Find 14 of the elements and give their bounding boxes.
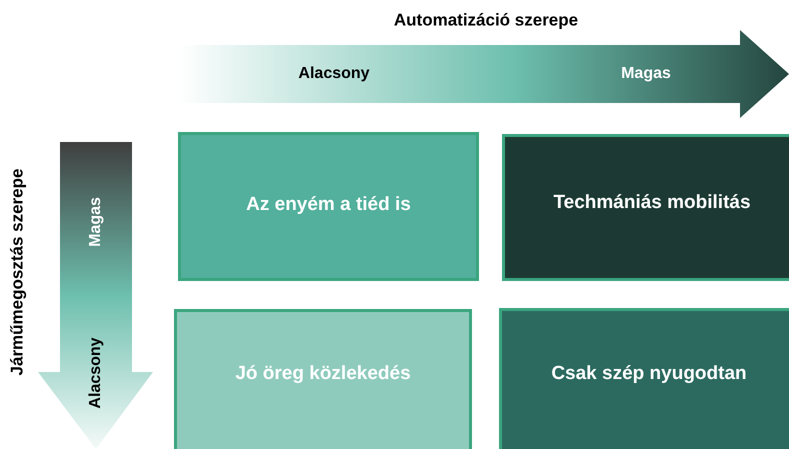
axis-level-label: Magas (88, 197, 104, 247)
quadrant-label: Az enyém a tiéd is (246, 193, 411, 217)
axis-level-label: Alacsony (298, 66, 370, 82)
quadrant-label: Csak szép nyugodtan (551, 362, 747, 386)
axis-title: Automatizáció szerepe (394, 12, 578, 28)
axis-title: Járműmegosztás szerepe (8, 168, 26, 376)
axis-level-label: Alacsony (88, 337, 104, 409)
quadrant-label: Techmániás mobilitás (553, 191, 751, 215)
quadrant-label: Jó öreg közlekedés (235, 362, 411, 386)
quadrant-box (502, 134, 789, 281)
axis-level-label: Magas (621, 66, 671, 82)
quadrant-box (178, 132, 479, 281)
quadrant-box (174, 309, 472, 449)
quadrant-box (499, 308, 789, 449)
